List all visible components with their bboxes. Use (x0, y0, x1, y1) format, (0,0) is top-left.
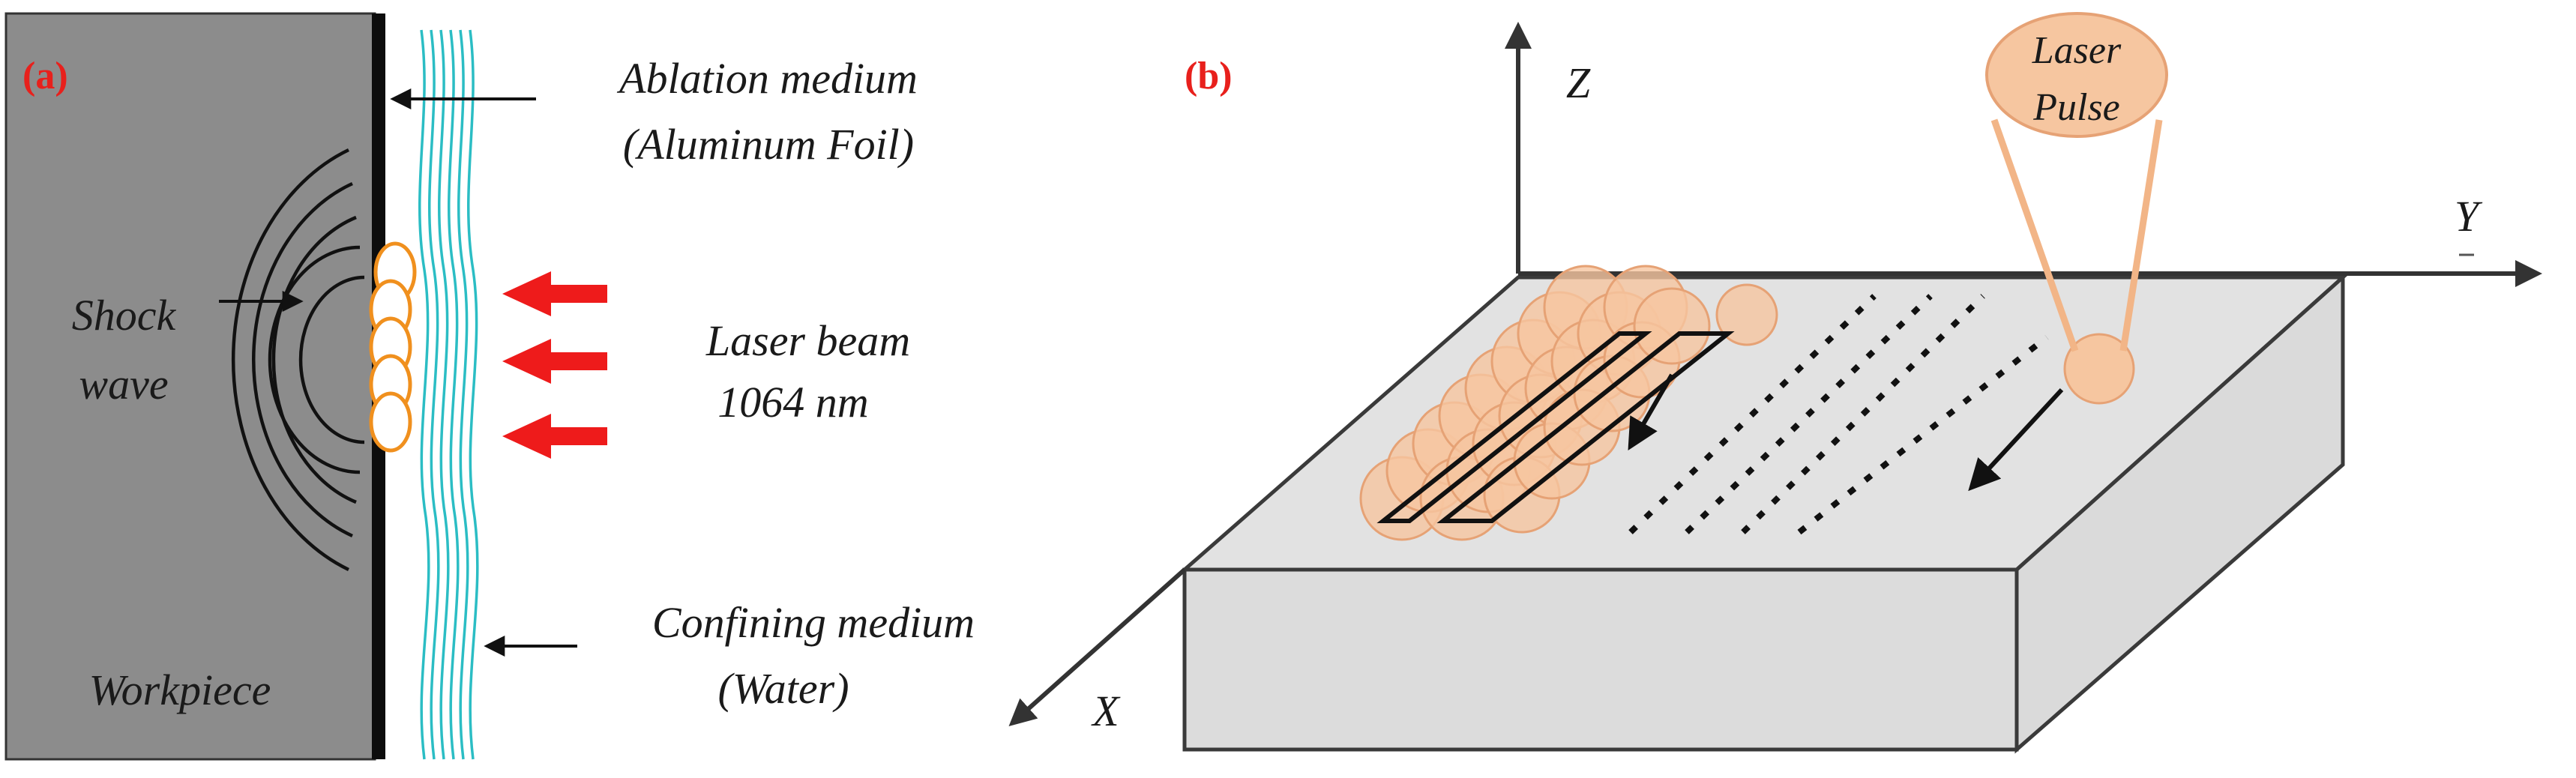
panel-a: (a) Ablation medium (Aluminum Foil) Lase… (4, 12, 975, 761)
x-axis (1008, 567, 1186, 726)
laser-pulse-beam (1985, 12, 2168, 405)
laser-beam-label-1: Laser beam (705, 316, 910, 365)
scan-direction-arrows (1628, 373, 2064, 492)
panel-b-tag: (b) (1185, 55, 1233, 97)
laser-pulse-label-2: Pulse (2032, 86, 2120, 129)
laser-beam-arrows (502, 271, 607, 459)
block-side-face (2014, 273, 2345, 754)
planned-scan-lines (1628, 294, 2049, 535)
confining-label-2: (Water) (717, 664, 849, 713)
panel-a-tag: (a) (22, 55, 68, 97)
ablation-label-1: Ablation medium (616, 54, 918, 103)
shock-wave-label-1: Shock (72, 291, 177, 340)
z-axis-label: Z (1566, 58, 1591, 107)
x-axis-label: X (1091, 687, 1121, 735)
laser-spots (369, 241, 417, 453)
y-axis-label: Y (2455, 192, 2483, 241)
laser-target-spot (2063, 333, 2135, 405)
block-front-face (1182, 567, 2019, 752)
shock-wave-label-2: wave (79, 360, 168, 408)
shock-wave-arcs (231, 148, 365, 572)
ablation-label-2: (Aluminum Foil) (623, 120, 914, 169)
laser-beam-label-2: 1064 nm (717, 378, 868, 426)
confining-label-1: Confining medium (652, 598, 975, 647)
workpiece-label: Workpiece (89, 666, 271, 714)
panel-b: (b) Z Y X Laser Pulse (1008, 12, 2542, 754)
processed-track-outlines (1376, 331, 1735, 523)
laser-pulse-label-1: Laser (2032, 29, 2122, 72)
laser-pulse-source (1985, 12, 2168, 138)
workpiece-block (4, 12, 376, 761)
water-layer (418, 29, 479, 760)
